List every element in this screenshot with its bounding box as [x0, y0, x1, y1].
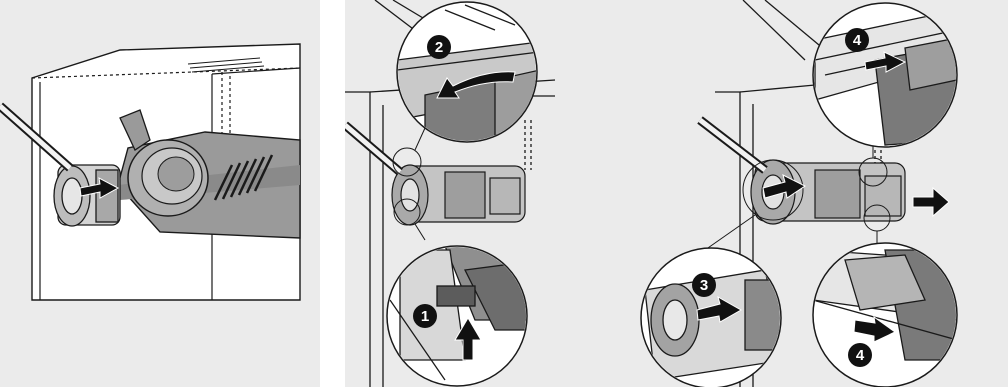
lamp-assembly-left	[392, 165, 525, 225]
figure-2-panel: 2 1	[345, 0, 1008, 387]
pull-arrow-icon	[913, 188, 949, 216]
step-number-3: 3	[700, 277, 708, 294]
zoom-detail-step-4-top: 4	[813, 3, 957, 147]
zoom-detail-step-1: 1	[387, 246, 527, 386]
step-number-1: 1	[421, 308, 429, 325]
figure-1-panel	[0, 0, 320, 387]
figure-2-illustration: 2 1	[345, 0, 1008, 387]
step-number-4-bottom: 4	[856, 347, 865, 364]
bulb-mount	[54, 165, 120, 226]
step-number-4-top: 4	[853, 32, 862, 49]
figure-1-illustration	[0, 0, 320, 387]
zoom-detail-step-4-bottom: 4	[813, 243, 957, 387]
screwdriver-left	[345, 125, 400, 172]
screwdriver-right	[700, 120, 765, 170]
step-number-2: 2	[435, 39, 443, 56]
zoom-detail-step-3: 3	[641, 248, 785, 387]
